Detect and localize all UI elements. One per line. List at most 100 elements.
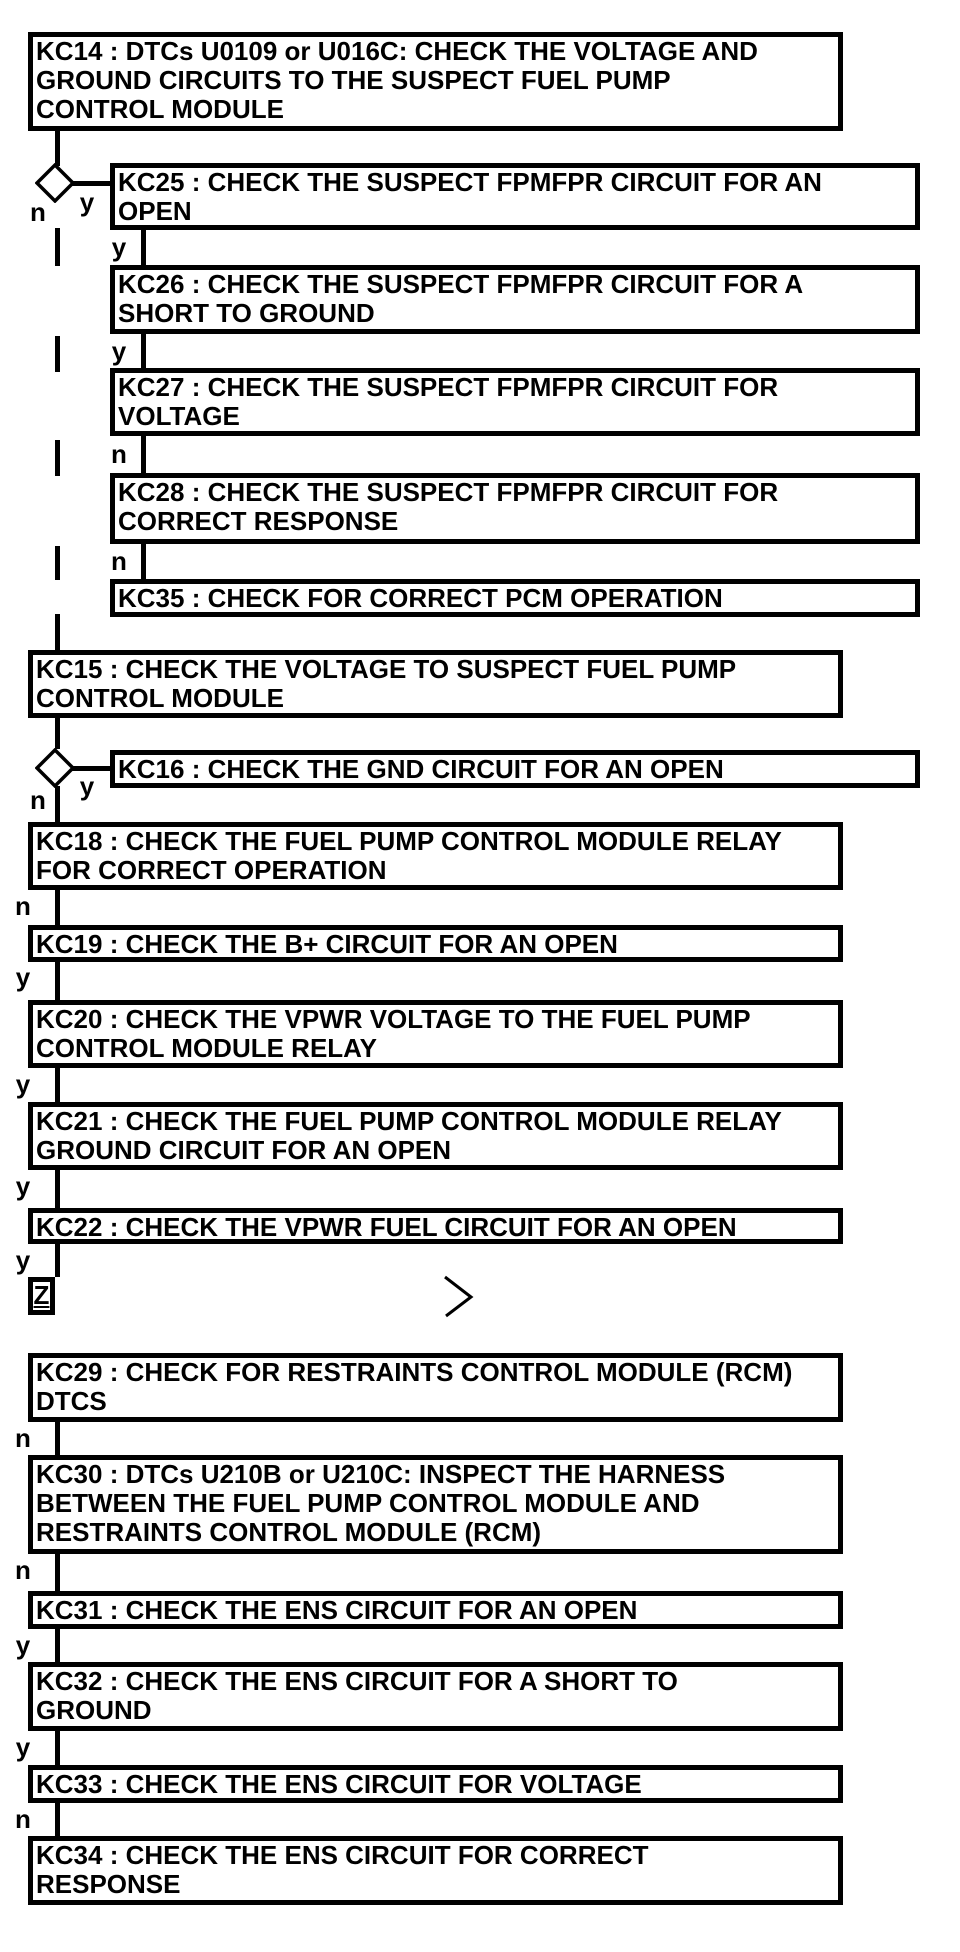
branch-label-n: n: [30, 197, 46, 227]
flow-box-text-line: KC20 : CHECK THE VPWR VOLTAGE TO THE FUE…: [36, 1004, 751, 1034]
flow-box-kc19: KC19 : CHECK THE B+ CIRCUIT FOR AN OPEN: [28, 925, 843, 962]
flow-box-kc34: KC34 : CHECK THE ENS CIRCUIT FOR CORRECT…: [28, 1836, 843, 1905]
flow-box-text-line: GROUND CIRCUIT FOR AN OPEN: [36, 1135, 452, 1165]
branch-label-y: y: [15, 962, 31, 992]
flow-box-kc22: KC22 : CHECK THE VPWR FUEL CIRCUIT FOR A…: [28, 1208, 843, 1244]
flow-box-text-line: KC15 : CHECK THE VOLTAGE TO SUSPECT FUEL…: [36, 654, 737, 684]
flow-box-text-line: KC34 : CHECK THE ENS CIRCUIT FOR CORRECT: [36, 1840, 649, 1870]
flow-box-kc15: KC15 : CHECK THE VOLTAGE TO SUSPECT FUEL…: [28, 650, 843, 718]
branch-label-y: y: [111, 232, 127, 262]
flow-box-text-line: CORRECT RESPONSE: [118, 506, 399, 536]
flow-box-text-line: KC19 : CHECK THE B+ CIRCUIT FOR AN OPEN: [36, 929, 618, 959]
flow-box-text-line: KC28 : CHECK THE SUSPECT FPMFPR CIRCUIT …: [118, 477, 779, 507]
connector-line: [55, 228, 60, 266]
decision-diamond: [35, 748, 75, 788]
connector-line: [55, 336, 60, 372]
flow-box-kc30: KC30 : DTCs U210B or U210C: INSPECT THE …: [28, 1455, 843, 1554]
flow-box-text-line: BETWEEN THE FUEL PUMP CONTROL MODULE AND: [36, 1488, 700, 1518]
connector-line: [55, 890, 60, 925]
branch-label-y: y: [79, 187, 95, 217]
flow-box-text-line: KC14 : DTCs U0109 or U016C: CHECK THE VO…: [36, 36, 758, 66]
flow-box-text-line: KC30 : DTCs U210B or U210C: INSPECT THE …: [36, 1459, 726, 1489]
flow-box-text-line: KC22 : CHECK THE VPWR FUEL CIRCUIT FOR A…: [36, 1212, 737, 1242]
branch-label-n: n: [15, 1555, 31, 1585]
flow-box-kc31: KC31 : CHECK THE ENS CIRCUIT FOR AN OPEN: [28, 1591, 843, 1629]
flow-box-kc26: KC26 : CHECK THE SUSPECT FPMFPR CIRCUIT …: [110, 265, 920, 334]
flow-box-text-line: KC26 : CHECK THE SUSPECT FPMFPR CIRCUIT …: [118, 269, 804, 299]
branch-label-y: y: [15, 1630, 31, 1660]
flow-box-kc29: KC29 : CHECK FOR RESTRAINTS CONTROL MODU…: [28, 1353, 843, 1422]
branch-label-y: y: [79, 771, 95, 801]
connector-line: [141, 436, 146, 473]
flow-box-text-line: CONTROL MODULE: [36, 683, 284, 713]
connector-line: [55, 1068, 60, 1102]
flow-box-text-line: CONTROL MODULE RELAY: [36, 1033, 377, 1063]
flow-box-text-line: KC33 : CHECK THE ENS CIRCUIT FOR VOLTAGE: [36, 1769, 642, 1799]
branch-label-y: y: [15, 1245, 31, 1275]
connector-line: [55, 718, 60, 749]
branch-label-n: n: [15, 891, 31, 921]
flow-box-text-line: CONTROL MODULE: [36, 94, 284, 124]
flow-box-text-line: KC18 : CHECK THE FUEL PUMP CONTROL MODUL…: [36, 826, 782, 856]
flow-box-kc20: KC20 : CHECK THE VPWR VOLTAGE TO THE FUE…: [28, 1000, 843, 1068]
flow-box-text-line: KC27 : CHECK THE SUSPECT FPMFPR CIRCUIT …: [118, 372, 779, 402]
flow-box-kc35: KC35 : CHECK FOR CORRECT PCM OPERATION: [110, 579, 920, 617]
connector-line: [141, 230, 146, 265]
flow-box-text-line: VOLTAGE: [118, 401, 240, 431]
flow-box-kc16: KC16 : CHECK THE GND CIRCUIT FOR AN OPEN: [110, 750, 920, 788]
connector-line: [55, 1803, 60, 1836]
flow-box-kc28: KC28 : CHECK THE SUSPECT FPMFPR CIRCUIT …: [110, 473, 920, 544]
branch-label-y: y: [15, 1732, 31, 1762]
flow-box-text-line: KC29 : CHECK FOR RESTRAINTS CONTROL MODU…: [36, 1357, 793, 1387]
branch-label-y: y: [111, 336, 127, 366]
flow-box-text-line: KC35 : CHECK FOR CORRECT PCM OPERATION: [118, 583, 723, 613]
flow-box-kc33: KC33 : CHECK THE ENS CIRCUIT FOR VOLTAGE: [28, 1765, 843, 1803]
flow-box-text-line: RESTRAINTS CONTROL MODULE (RCM): [36, 1517, 542, 1547]
flow-box-text-line: GROUND CIRCUITS TO THE SUSPECT FUEL PUMP: [36, 65, 671, 95]
flow-box-text-line: KC31 : CHECK THE ENS CIRCUIT FOR AN OPEN: [36, 1595, 638, 1625]
connector-line: [72, 181, 111, 186]
connector-line: [55, 786, 60, 822]
branch-label-n: n: [111, 439, 127, 469]
flow-box-text-line: KC16 : CHECK THE GND CIRCUIT FOR AN OPEN: [118, 754, 724, 784]
flow-box-text-line: GROUND: [36, 1695, 152, 1725]
connector-line: [55, 1731, 60, 1765]
branch-label-n: n: [15, 1804, 31, 1834]
connector-line: [55, 1629, 60, 1662]
flow-box-kc21: KC21 : CHECK THE FUEL PUMP CONTROL MODUL…: [28, 1102, 843, 1170]
branch-label-n: n: [30, 785, 46, 815]
flow-box-kc18: KC18 : CHECK THE FUEL PUMP CONTROL MODUL…: [28, 822, 843, 890]
flow-box-text-line: DTCS: [36, 1386, 107, 1416]
off-page-connector-z: Z: [28, 1277, 55, 1315]
page-continuation-chevron-icon: [444, 1275, 474, 1318]
branch-label-y: y: [15, 1069, 31, 1099]
connector-line: [55, 614, 60, 650]
flow-box-text-line: RESPONSE: [36, 1869, 181, 1899]
connector-line: [55, 1422, 60, 1455]
branch-label-y: y: [15, 1171, 31, 1201]
flow-box-kc27: KC27 : CHECK THE SUSPECT FPMFPR CIRCUIT …: [110, 368, 920, 436]
connector-line: [141, 334, 146, 368]
branch-label-n: n: [111, 546, 127, 576]
branch-label-n: n: [15, 1423, 31, 1453]
connector-line: [55, 131, 60, 166]
decision-diamond: [35, 163, 75, 203]
connector-line: [55, 546, 60, 580]
flow-box-text-line: KC21 : CHECK THE FUEL PUMP CONTROL MODUL…: [36, 1106, 782, 1136]
off-page-connector-z-label: Z: [33, 1280, 50, 1310]
connector-line: [55, 1170, 60, 1208]
connector-line: [55, 1244, 60, 1277]
flow-box-text-line: KC25 : CHECK THE SUSPECT FPMFPR CIRCUIT …: [118, 167, 822, 197]
connector-line: [55, 1554, 60, 1591]
flow-box-kc14: KC14 : DTCs U0109 or U016C: CHECK THE VO…: [28, 32, 843, 131]
flow-box-text-line: SHORT TO GROUND: [118, 298, 375, 328]
connector-line: [141, 544, 146, 579]
connector-line: [72, 766, 111, 771]
flow-box-kc32: KC32 : CHECK THE ENS CIRCUIT FOR A SHORT…: [28, 1662, 843, 1731]
connector-line: [55, 440, 60, 476]
flow-box-kc25: KC25 : CHECK THE SUSPECT FPMFPR CIRCUIT …: [110, 163, 920, 230]
flow-box-text-line: OPEN: [118, 196, 192, 226]
flow-box-text-line: KC32 : CHECK THE ENS CIRCUIT FOR A SHORT…: [36, 1666, 678, 1696]
flow-box-text-line: FOR CORRECT OPERATION: [36, 855, 387, 885]
